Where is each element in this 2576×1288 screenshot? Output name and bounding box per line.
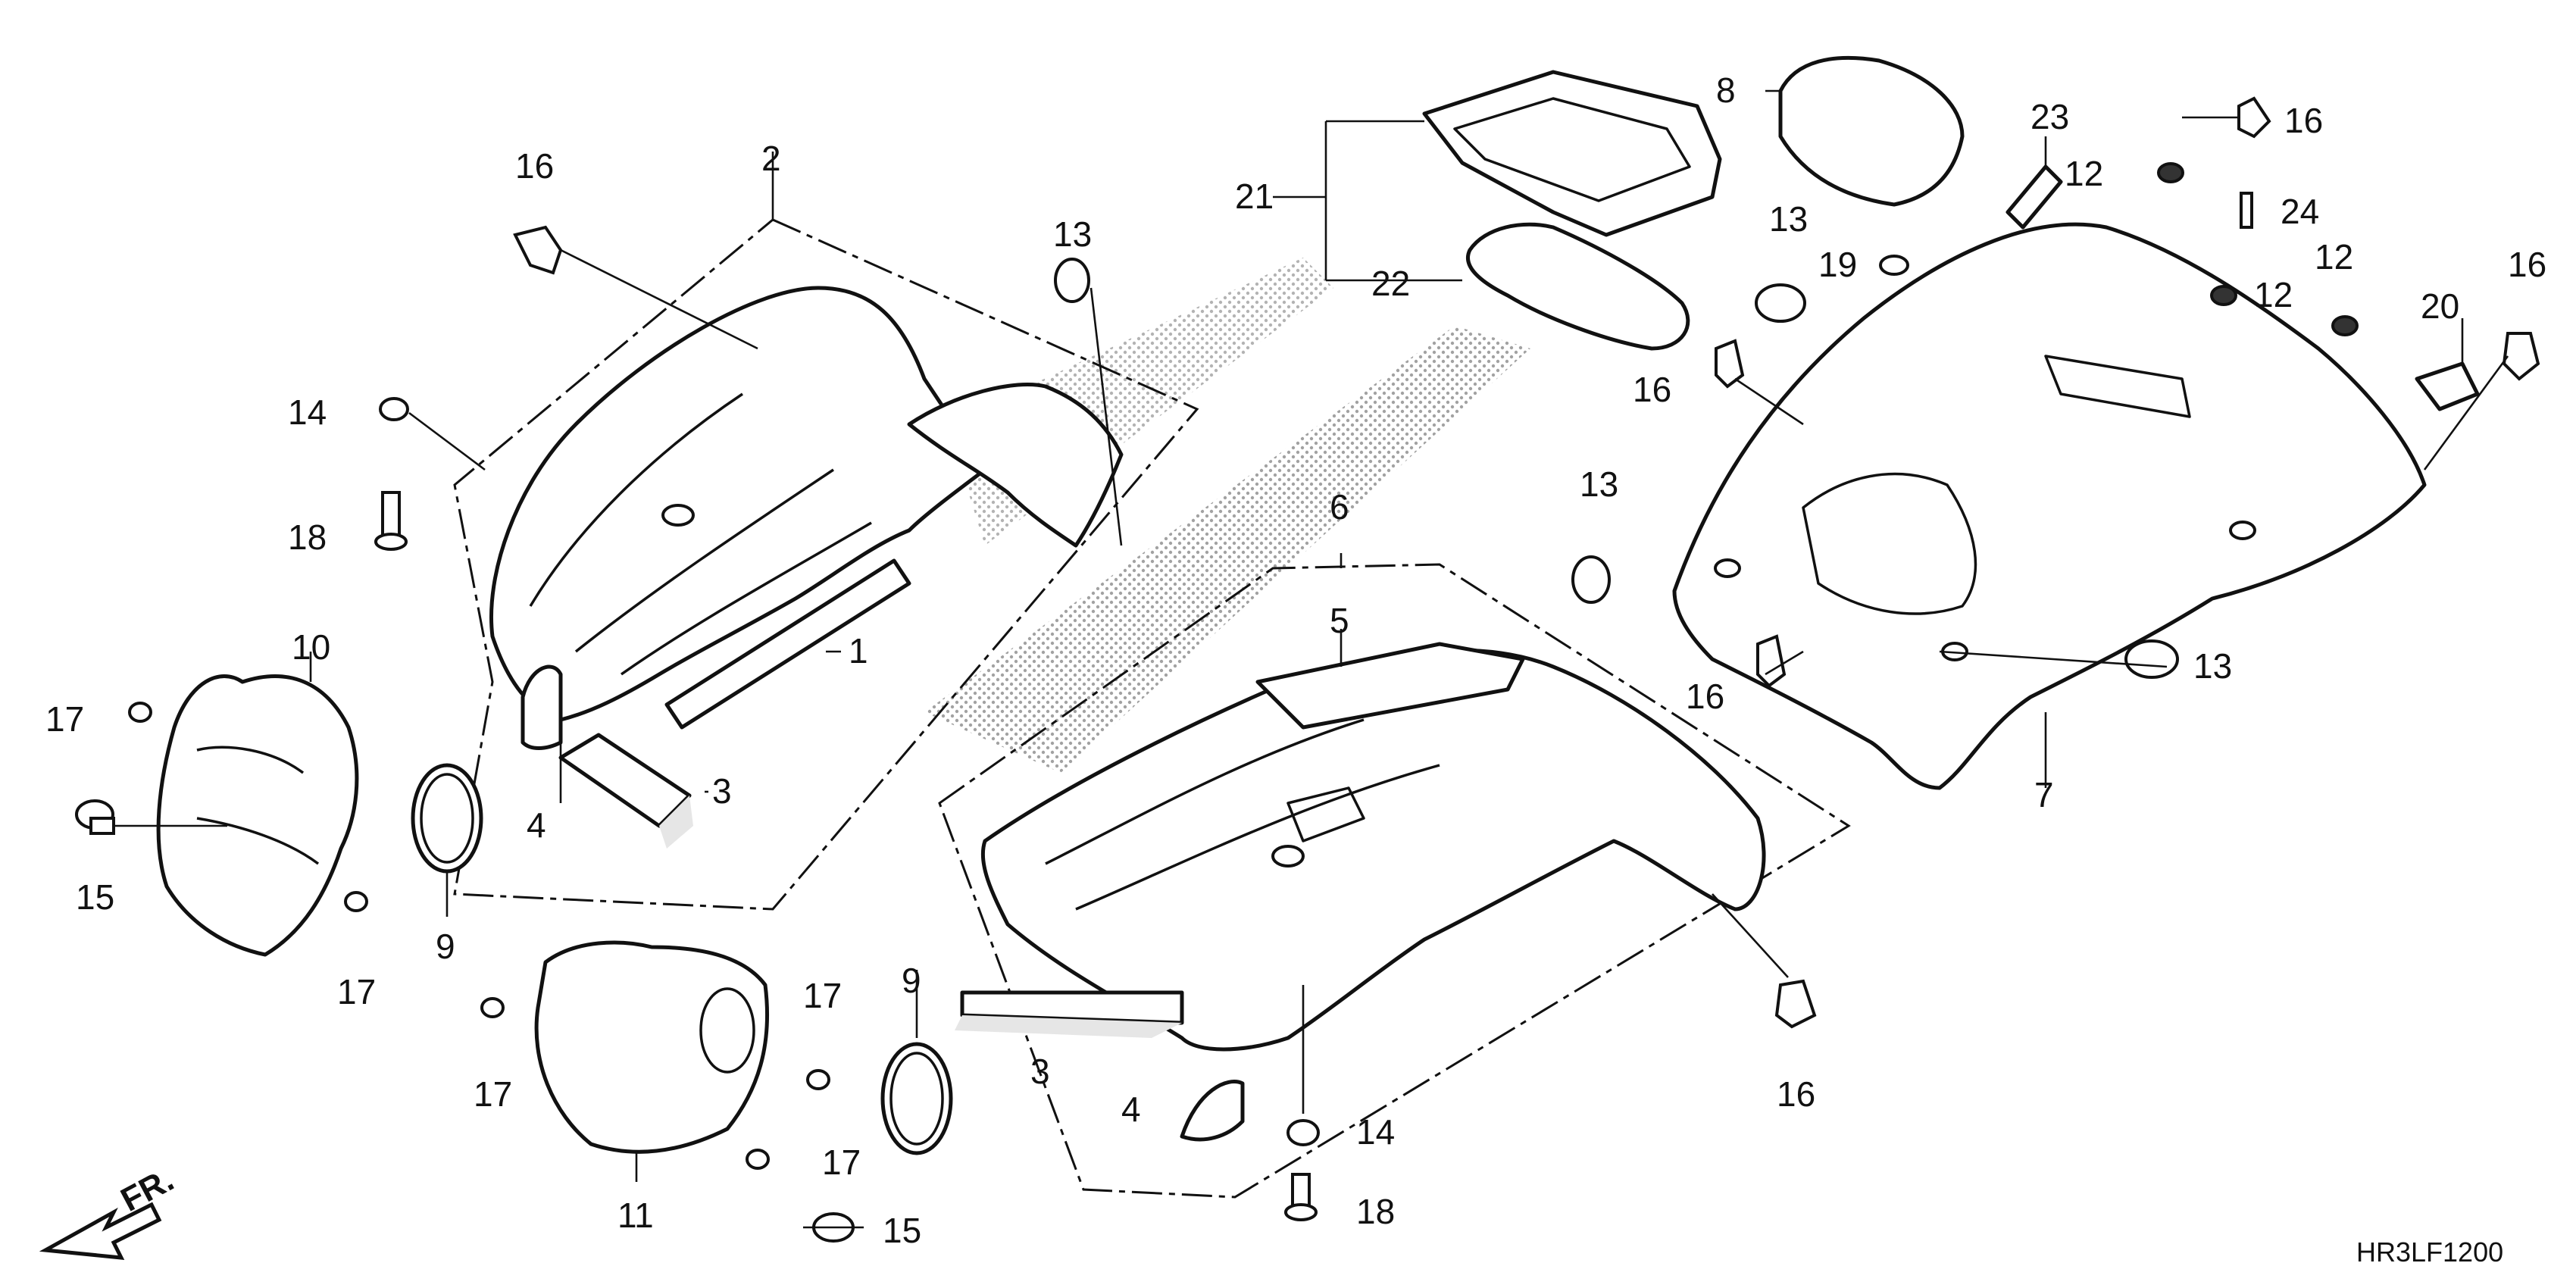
screw-17-e[interactable]: [746, 1149, 770, 1170]
callout-5: 5: [1330, 601, 1349, 640]
assembly-outline-rear-fender: [938, 563, 1851, 1199]
bolt-14-b[interactable]: [1286, 1119, 1320, 1146]
callout-13-a: 13: [1053, 214, 1092, 254]
tray-gasket[interactable]: [1466, 222, 1690, 351]
small-pad-lower[interactable]: [1180, 1080, 1245, 1142]
callout-14-a: 14: [288, 392, 327, 432]
callout-13-d: 13: [2193, 646, 2232, 686]
assembly-outline-front-fender: [453, 218, 1199, 911]
bolt-18-b[interactable]: [1284, 1173, 1318, 1221]
rear-fender-edge-strip[interactable]: [1255, 642, 1525, 730]
callout-16-d: 16: [1686, 677, 1724, 716]
callout-16-b: 16: [2284, 101, 2323, 140]
callout-9-center: 9: [902, 961, 921, 1000]
front-direction-indicator: FR.: [39, 1161, 180, 1260]
callout-12-b: 12: [2254, 275, 2293, 314]
wire-clip[interactable]: [2005, 164, 2063, 230]
callout-21: 21: [1235, 177, 1274, 216]
leader-lines: [114, 89, 2509, 1229]
callout-6: 6: [1330, 487, 1349, 527]
callout-23: 23: [2030, 97, 2069, 136]
screw-24[interactable]: [2240, 192, 2253, 229]
callout-4-lower: 4: [1121, 1089, 1141, 1129]
grommet-13-a[interactable]: [1054, 258, 1090, 303]
small-bracket[interactable]: [2415, 361, 2480, 411]
callout-12-a: 12: [2065, 154, 2103, 193]
left-side-housing[interactable]: [156, 674, 359, 957]
callout-17-c: 17: [474, 1074, 512, 1114]
callout-18-a: 18: [288, 517, 327, 557]
callout-9-left: 9: [436, 927, 455, 966]
callout-8: 8: [1716, 70, 1736, 110]
nut-12-c[interactable]: [2331, 315, 2359, 336]
push-rivet-16-b[interactable]: [2237, 96, 2271, 139]
callout-18-b: 18: [1356, 1192, 1395, 1231]
callout-16-a: 16: [515, 146, 554, 186]
callout-14-b: 14: [1356, 1112, 1395, 1152]
callout-17-d: 17: [803, 976, 842, 1015]
front-arrow-icon: [39, 1202, 162, 1260]
callout-20: 20: [2421, 286, 2459, 326]
storage-tray-cover[interactable]: [1422, 70, 1722, 237]
front-label: FR.: [115, 1161, 180, 1219]
diagram-reference-code: HR3LF1200: [2356, 1236, 2503, 1268]
callout-17-e: 17: [822, 1143, 861, 1182]
bolt-18-a[interactable]: [374, 491, 408, 551]
callout-3-upper: 3: [712, 771, 732, 811]
bolt-15-a[interactable]: [75, 799, 115, 835]
push-rivet-16-d[interactable]: [1756, 634, 1787, 688]
screw-17-d[interactable]: [806, 1069, 830, 1090]
callout-labels: 1 2 3 3 4 4 5 6 7 8 9 9 10 11 12 12 12 1…: [45, 70, 2546, 1250]
callout-13-c: 13: [1580, 464, 1618, 504]
callout-11: 11: [617, 1196, 654, 1235]
grommet-13-c[interactable]: [1571, 555, 1611, 604]
callout-17-b: 17: [337, 972, 376, 1011]
callout-2: 2: [761, 139, 781, 178]
grommet-13-d[interactable]: [2124, 639, 2179, 679]
callout-16-f: 16: [1777, 1074, 1815, 1114]
ring-seal-left[interactable]: [411, 763, 483, 874]
push-rivet-16-e[interactable]: [2502, 332, 2540, 381]
callout-22: 22: [1371, 264, 1410, 303]
push-rivet-16-f[interactable]: [1774, 979, 1817, 1029]
small-pad-upper[interactable]: [521, 664, 563, 750]
screw-17-a[interactable]: [128, 702, 152, 723]
callout-16-e: 16: [2508, 245, 2546, 284]
callout-15-a: 15: [76, 877, 114, 917]
seal-foam-block-lower[interactable]: [955, 990, 1184, 1038]
callout-7: 7: [2034, 775, 2054, 814]
rear-carrier-assembly[interactable]: [1672, 222, 2427, 790]
seal-foam-block-upper[interactable]: [558, 733, 693, 849]
callout-15-b: 15: [883, 1211, 921, 1250]
callout-10: 10: [292, 627, 330, 667]
callout-16-c: 16: [1633, 370, 1671, 409]
ring-seal-center[interactable]: [880, 1042, 953, 1155]
callout-3-lower: 3: [1030, 1052, 1050, 1091]
washer-19[interactable]: [1879, 255, 1909, 276]
nut-12-a[interactable]: [2157, 162, 2184, 183]
callout-12-c: 12: [2315, 237, 2353, 277]
front-fender-part[interactable]: [489, 286, 1124, 722]
bolt-14-a[interactable]: [379, 397, 409, 421]
callout-13-b: 13: [1769, 199, 1808, 239]
callout-24: 24: [2281, 192, 2319, 231]
push-rivet-16-a[interactable]: [513, 225, 563, 275]
callout-4-upper: 4: [527, 805, 546, 845]
lower-center-housing[interactable]: [534, 940, 769, 1154]
grommet-13-b[interactable]: [1755, 283, 1806, 323]
screw-17-b[interactable]: [344, 891, 368, 912]
fender-mounting-strip[interactable]: [664, 558, 911, 730]
callout-19: 19: [1818, 245, 1857, 284]
callout-17-a: 17: [45, 699, 84, 739]
screw-17-c[interactable]: [480, 997, 505, 1018]
callout-1: 1: [849, 631, 868, 671]
nut-12-b[interactable]: [2210, 285, 2237, 306]
push-rivet-16-c[interactable]: [1715, 339, 1745, 389]
meter-cover[interactable]: [1778, 55, 1965, 207]
